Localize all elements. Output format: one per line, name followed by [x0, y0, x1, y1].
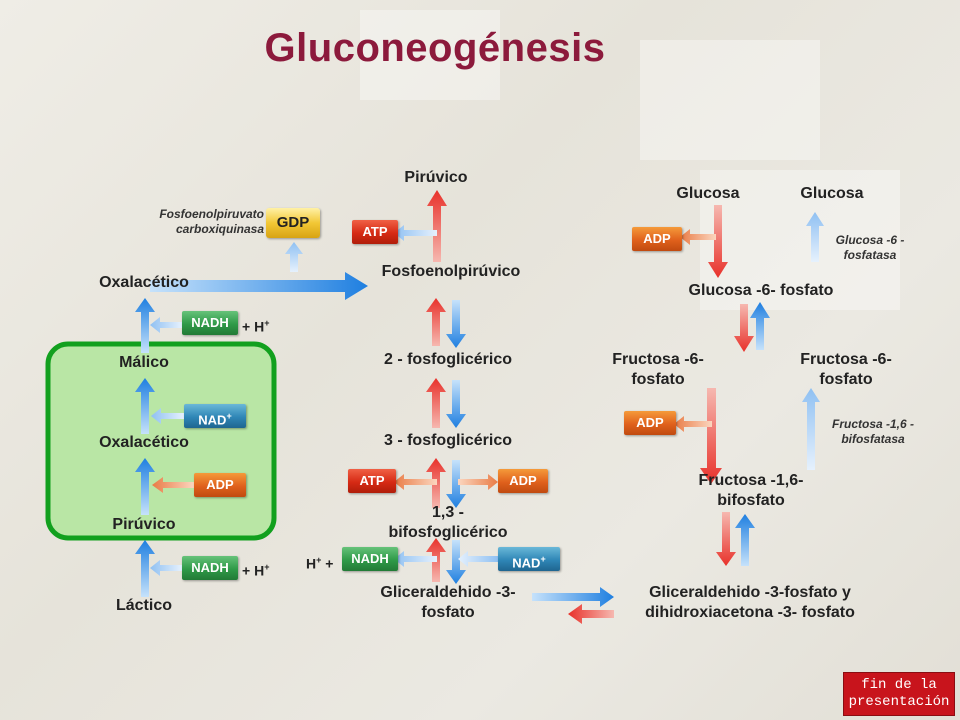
nadh-badge-bottom: NADH — [182, 556, 238, 580]
atp-badge-mid: ATP — [348, 469, 396, 493]
label-fructosa-6-fosfato-left: Fructosa -6- fosfato — [612, 351, 704, 388]
arrow-fbp-to-f6p — [802, 388, 820, 470]
adp-badge-top-right: ADP — [632, 227, 682, 251]
nad-badge-left: NAD+ — [184, 404, 246, 428]
arrow-nad-left — [151, 408, 184, 424]
arrow-f6p-to-fbp — [700, 388, 722, 484]
arrow-f6p-to-g6p — [750, 302, 770, 350]
label-glucosa-left: Glucosa — [676, 185, 740, 202]
arrow-adp-mid-right — [674, 416, 712, 432]
label-glucosa-6-fosfato: Glucosa -6- fosfato — [688, 282, 834, 299]
hplus-mid: H+ + — [306, 555, 334, 572]
arrow-nad-mid — [458, 551, 498, 567]
nadh-badge-mid: NADH — [342, 547, 398, 571]
arrow-nadh-mid — [394, 551, 437, 567]
label-gliceraldehido-3-fosfato: Gliceraldehido -3- fosfato — [380, 584, 516, 621]
nadh-badge-top: NADH — [182, 311, 238, 335]
arrow-3pg-to-2pg — [426, 378, 446, 428]
atp-badge-top: ATP — [352, 220, 398, 244]
background-panel — [360, 10, 500, 100]
label-fructosa-6-fosfato-right: Fructosa -6- fosfato — [800, 351, 892, 388]
label-piruvico-mid: Pirúvico — [404, 169, 468, 186]
arrow-oxalacetico-to-malico — [135, 378, 155, 434]
background-panel — [640, 40, 820, 160]
arrow-2pg-to-3pg — [446, 380, 466, 428]
superscript-plus: + — [226, 411, 232, 421]
label-oxalacetico-mid: Oxalacético — [99, 434, 189, 451]
arrow-2pg-to-pep — [426, 298, 446, 346]
hplus-bottom: + H+ — [242, 562, 270, 579]
label-piruvico-left: Pirúvico — [112, 516, 176, 533]
arrow-triose-to-gap — [568, 604, 614, 624]
arrow-lactico-to-piruvico — [135, 540, 155, 597]
end-presentation-button[interactable]: fin de la presentación — [843, 672, 955, 716]
arrow-gdp-release — [285, 242, 303, 272]
label-lactico: Láctico — [115, 597, 172, 614]
page-title: Gluconeogénesis — [264, 26, 606, 70]
arrow-triose-to-fbp — [735, 514, 755, 566]
background-panel — [700, 170, 900, 310]
adp-badge-left: ADP — [194, 473, 246, 497]
label-glucosa-6-fosfatasa: Glucosa -6 - fosfatasa — [835, 233, 905, 262]
adp-badge-mid: ADP — [498, 469, 548, 493]
adp-badge-mid-right: ADP — [624, 411, 676, 435]
label-1-3-bifosfoglicerico: 1,3 - bifosfoglicérico — [388, 504, 508, 541]
label-malico: Málico — [119, 354, 169, 371]
arrow-atp-mid — [394, 474, 437, 490]
arrow-fbp-to-triose — [716, 512, 736, 566]
label-3-fosfoglicerico: 3 - fosfoglicérico — [383, 432, 513, 449]
arrow-adp-left — [152, 477, 194, 493]
superscript-plus: + — [540, 554, 546, 564]
arrow-pep-to-2pg — [446, 300, 466, 348]
nad-badge-mid: NAD+ — [498, 547, 560, 571]
label-fructosa-1-6-bifosfatasa: Fructosa -1,6 -bifosfatasa — [831, 417, 915, 446]
arrow-g6p-to-glucosa — [806, 212, 824, 262]
arrow-pep-to-piruvico — [427, 190, 447, 262]
superscript-plus: + — [264, 318, 270, 328]
arrow-nadh-top — [150, 317, 182, 333]
label-fosfoenolpiruvico: Fosfoenolpirúvico — [381, 263, 521, 280]
arrow-oxalacetico-to-pep — [150, 272, 368, 300]
gdp-badge: GDP — [266, 208, 320, 238]
hplus-top: + H+ — [242, 318, 270, 335]
arrow-bpg-to-gap — [446, 540, 466, 584]
arrow-atp-top — [394, 225, 437, 241]
label-oxalacetico-top: Oxalacético — [99, 274, 189, 291]
arrow-g6p-to-f6p — [734, 304, 754, 352]
superscript-plus: + — [264, 562, 270, 572]
label-2-fosfoglicerico: 2 - fosfoglicérico — [383, 351, 513, 368]
arrow-piruvico-to-oxalacetico — [135, 458, 155, 515]
label-glucosa-right: Glucosa — [800, 185, 864, 202]
arrow-3pg-to-bpg — [446, 460, 466, 508]
superscript-plus: + — [316, 555, 322, 565]
arrow-gap-to-triose — [532, 587, 614, 607]
arrow-nadh-bottom — [150, 560, 182, 576]
arrow-glucosa-to-g6p — [708, 205, 728, 278]
label-triosas-fosfato: Gliceraldehido -3-fosfato y dihidroxiace… — [645, 584, 855, 621]
label-pep-carboxykinase: Fosfoenolpiruvato carboxiquinasa — [159, 207, 264, 236]
label-fructosa-1-6-bifosfato: Fructosa -1,6- bifosfato — [698, 472, 804, 509]
arrow-adp-mid — [458, 474, 498, 490]
arrow-malico-to-oxalacetico — [135, 298, 155, 353]
arrow-adp-top-right — [680, 229, 716, 245]
